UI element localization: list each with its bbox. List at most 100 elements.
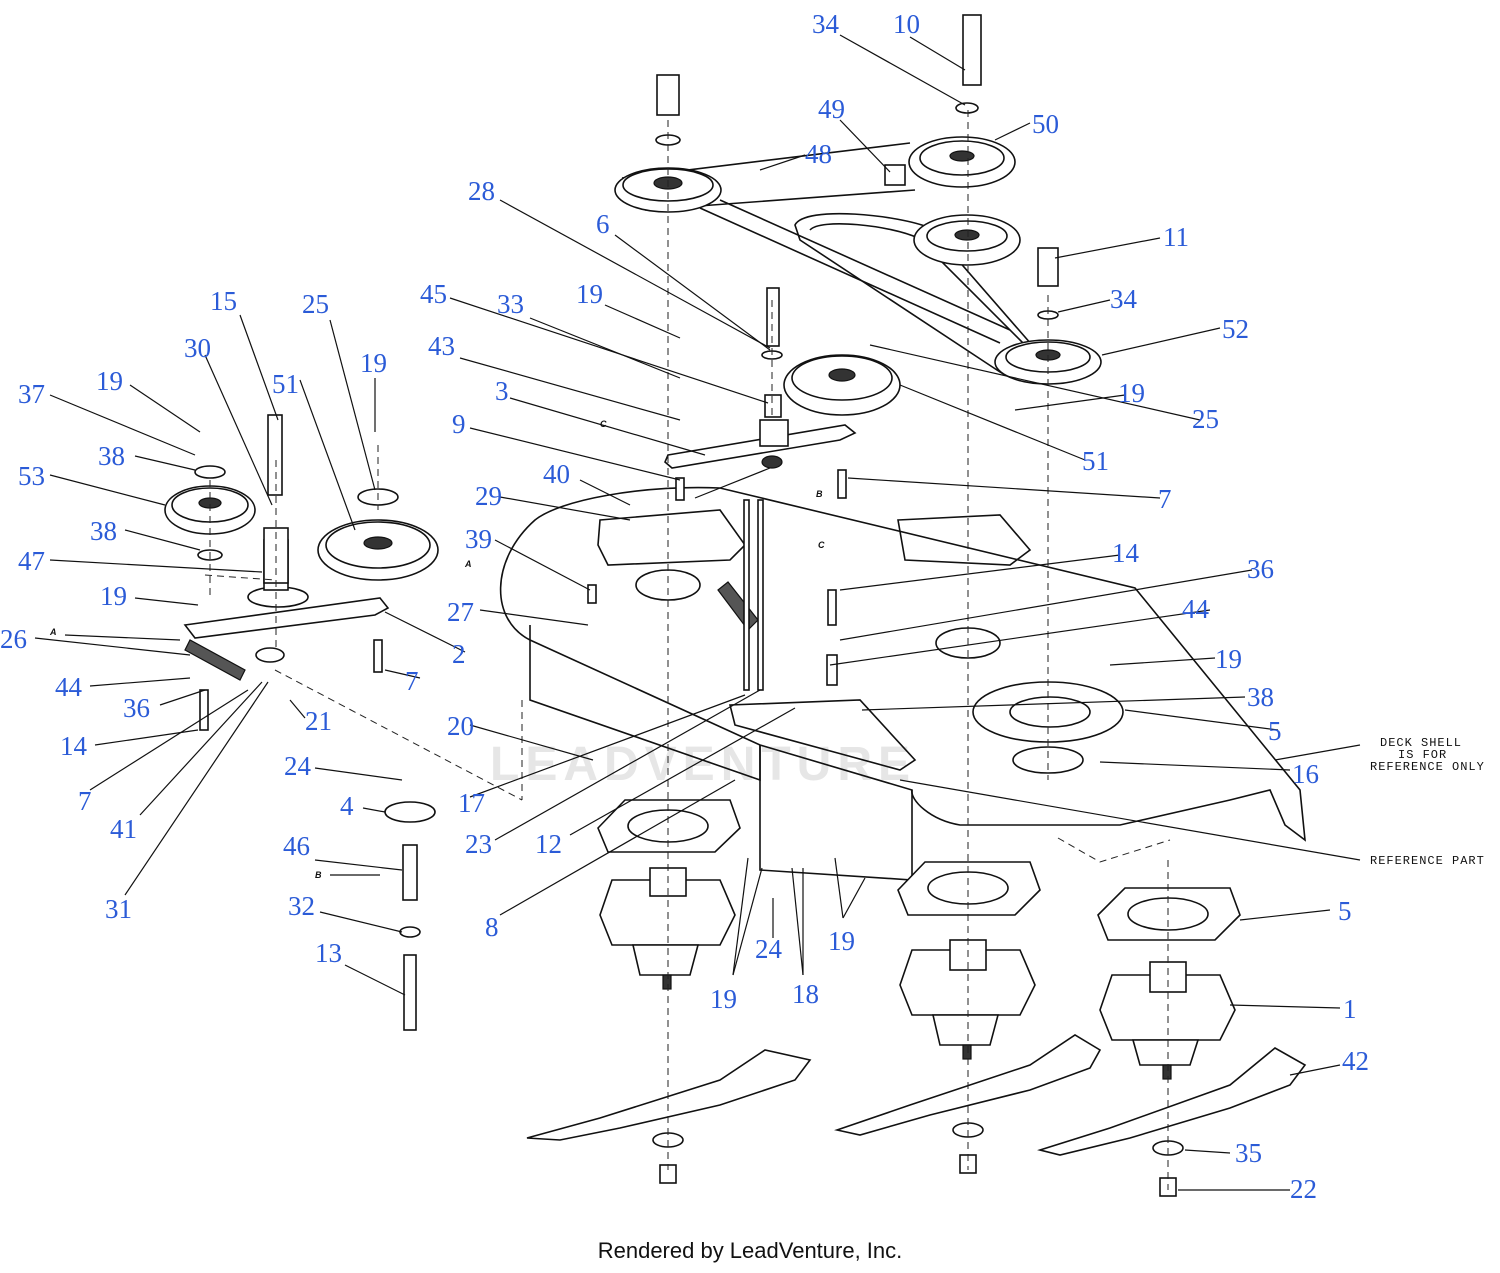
callout-21: 21 [305, 706, 332, 736]
callout-19-bottom-left: 19 [710, 984, 737, 1014]
callout-30: 30 [184, 333, 211, 363]
callout-19-left-pulley: 19 [360, 348, 387, 378]
callout-39: 39 [465, 524, 492, 554]
callout-43: 43 [428, 331, 455, 361]
callout-48: 48 [805, 139, 832, 169]
callout-6: 6 [596, 209, 610, 239]
callout-51-center: 51 [1082, 446, 1109, 476]
idler-pulley-51-center [783, 354, 901, 416]
callout-19-bottom-right: 19 [828, 926, 855, 956]
note-deck-shell-line3: REFERENCE ONLY [1370, 760, 1485, 774]
callout-10: 10 [893, 9, 920, 39]
reference-letters: A A B B C C [49, 419, 825, 880]
callout-19-left-top: 19 [96, 366, 123, 396]
callout-31: 31 [105, 894, 132, 924]
callout-19-left-arm: 19 [100, 581, 127, 611]
centerlines [204, 110, 1169, 1190]
callout-37: 37 [18, 379, 45, 409]
note-reference-part: REFERENCE PART [1370, 854, 1485, 868]
render-caption: Rendered by LeadVenture, Inc. [597, 1238, 903, 1263]
ref-letter-b-left: B [315, 870, 322, 880]
ref-letter-a-left: A [49, 627, 57, 637]
mount-plate-5-right [1097, 887, 1241, 941]
pulley-center [913, 214, 1021, 266]
callout-38-lower: 38 [90, 516, 117, 546]
callout-34-right: 34 [1110, 284, 1138, 314]
note-deck-shell-line1: DECK SHELL [1380, 736, 1462, 750]
callout-18: 18 [792, 979, 819, 1009]
idler-spring-left [184, 639, 246, 681]
callout-51-left: 51 [272, 369, 299, 399]
callout-15: 15 [210, 286, 237, 316]
callout-33: 33 [497, 289, 524, 319]
callout-27: 27 [447, 597, 474, 627]
callout-11: 11 [1163, 222, 1189, 252]
idler-pulley-51-left [317, 519, 439, 581]
callout-24-left: 24 [284, 751, 312, 781]
callout-19-right: 19 [1118, 378, 1145, 408]
deck-rib [728, 699, 917, 771]
callout-16: 16 [1292, 759, 1319, 789]
blade-right-42 [1037, 1047, 1307, 1156]
callout-52: 52 [1222, 314, 1249, 344]
callout-45: 45 [420, 279, 447, 309]
callout-3: 3 [495, 376, 509, 406]
watermark-text: LEADVENTURE [490, 738, 916, 791]
blade-left [526, 1049, 812, 1141]
callout-24-bottom: 24 [755, 934, 783, 964]
callout-36-left: 36 [123, 693, 150, 723]
idler-arm-3 [664, 419, 857, 469]
callout-1: 1 [1343, 994, 1357, 1024]
callout-7-left: 7 [405, 666, 419, 696]
callout-20: 20 [447, 711, 474, 741]
callout-42: 42 [1342, 1046, 1369, 1076]
note-deck-shell-line2: IS FOR [1398, 748, 1447, 762]
callout-8: 8 [485, 912, 499, 942]
callout-5-upper: 5 [1268, 716, 1282, 746]
callout-12: 12 [535, 829, 562, 859]
callout-26: 26 [0, 624, 27, 654]
callout-40: 40 [543, 459, 570, 489]
idler-spring-center [717, 581, 759, 631]
callout-25-left: 25 [302, 289, 329, 319]
deck-shell [499, 486, 1306, 881]
callout-22: 22 [1290, 1174, 1317, 1204]
callout-7-lower: 7 [78, 786, 92, 816]
deck-openings [597, 509, 1124, 774]
pulley-50 [884, 136, 1016, 188]
callout-44-left: 44 [55, 672, 83, 702]
mount-plate-5-lower-center [897, 861, 1041, 916]
callout-7-right: 7 [1158, 484, 1172, 514]
leader-lines [34, 34, 1361, 1191]
callout-14-center: 14 [1112, 538, 1140, 568]
ref-letter-c-arm: C [600, 419, 607, 429]
callout-38-center: 38 [1247, 682, 1274, 712]
callout-19-arm: 19 [576, 279, 603, 309]
callout-23: 23 [465, 829, 492, 859]
callout-28: 28 [468, 176, 495, 206]
callouts: 34 10 49 50 48 28 6 11 34 52 19 33 45 43… [0, 9, 1369, 1204]
callout-17: 17 [458, 788, 485, 818]
blade-center [834, 1034, 1102, 1136]
callout-47: 47 [18, 546, 45, 576]
callout-41: 41 [110, 814, 137, 844]
spindle-center [899, 939, 1036, 1060]
callout-46: 46 [283, 831, 310, 861]
deck-shell-note: DECK SHELL IS FOR REFERENCE ONLY [1370, 736, 1485, 774]
callout-13: 13 [315, 938, 342, 968]
callout-2: 2 [452, 639, 466, 669]
callout-36-center: 36 [1247, 554, 1274, 584]
callout-38-upper: 38 [98, 441, 125, 471]
callout-34-top: 34 [812, 9, 840, 39]
callout-35: 35 [1235, 1138, 1262, 1168]
callout-14-left: 14 [60, 731, 88, 761]
callout-4: 4 [340, 791, 354, 821]
callout-44-center: 44 [1182, 594, 1210, 624]
callout-49: 49 [818, 94, 845, 124]
callout-50: 50 [1032, 109, 1059, 139]
callout-19-deck: 19 [1215, 644, 1242, 674]
callout-5-lower: 5 [1338, 896, 1352, 926]
ref-letter-a-center: A [464, 559, 472, 569]
callout-25-right: 25 [1192, 404, 1219, 434]
